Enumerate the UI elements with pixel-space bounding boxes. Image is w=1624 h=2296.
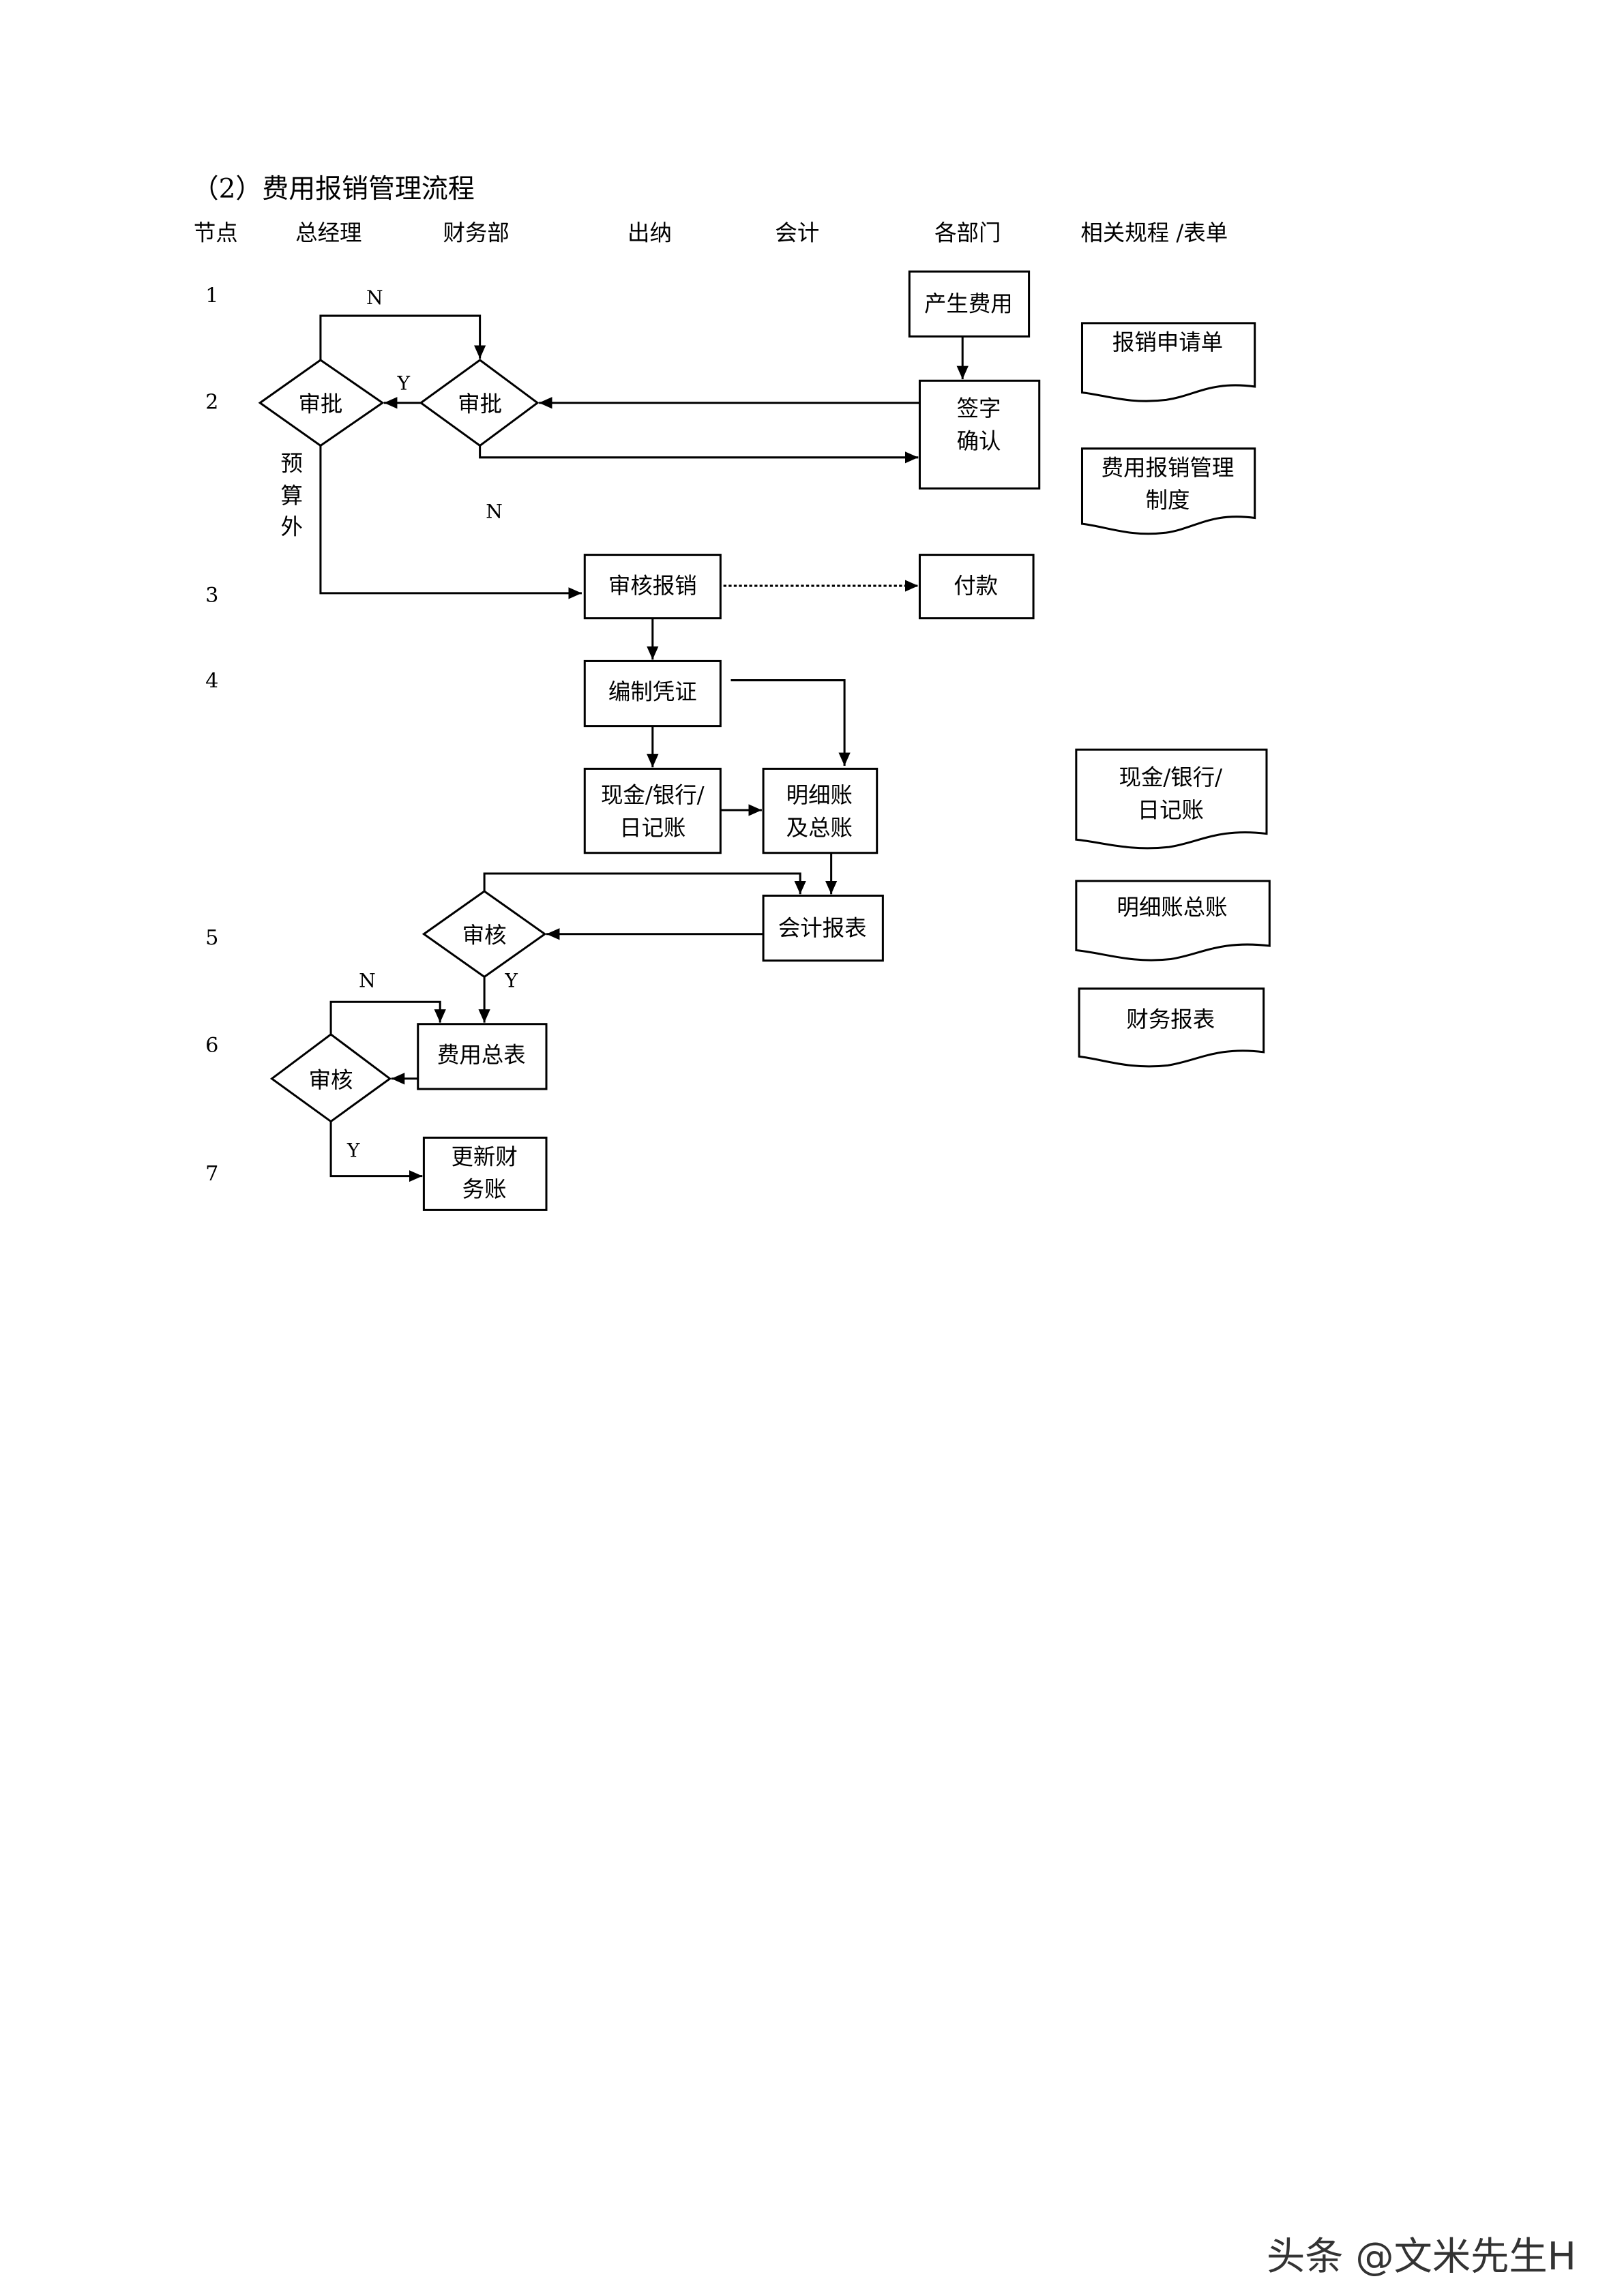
- label-y: Y: [504, 970, 518, 992]
- node-number: 4: [205, 669, 218, 693]
- svg-text:审批: 审批: [458, 391, 502, 417]
- header-finance: 财务部: [443, 220, 510, 246]
- node-number: 2: [205, 390, 218, 414]
- svg-text:现金/银行/: 现金/银行/: [601, 782, 705, 808]
- svg-text:日记账: 日记账: [619, 815, 685, 841]
- box-ledger: 明细账 及总账: [762, 767, 879, 854]
- svg-text:编制凭证: 编制凭证: [608, 679, 697, 705]
- box-payment: 付款: [918, 554, 1035, 620]
- connectors: [319, 314, 969, 1182]
- box-review-reimburse: 审核报销: [583, 554, 722, 620]
- svg-text:付款: 付款: [954, 573, 998, 599]
- doc-report: 财务报表: [1078, 987, 1265, 1068]
- node-number: 6: [205, 1034, 218, 1058]
- page-title: （2）费用报销管理流程: [192, 174, 475, 205]
- column-headers: 节点 总经理 财务部 出纳 会计 各部门 相关规程 /表单: [194, 220, 1228, 246]
- svg-text:日记账: 日记账: [1138, 797, 1204, 823]
- label-y: Y: [396, 372, 410, 394]
- svg-text:明细账总账: 明细账总账: [1117, 895, 1227, 921]
- header-depts: 各部门: [934, 220, 1001, 246]
- node-number: 7: [205, 1162, 218, 1186]
- label-budget: 算: [281, 483, 303, 509]
- svg-text:产生费用: 产生费用: [924, 291, 1013, 317]
- decision-audit-report: 审核: [422, 890, 547, 979]
- svg-text:报销申请单: 报销申请单: [1112, 329, 1223, 355]
- svg-text:审核: 审核: [309, 1067, 353, 1093]
- node-number: 1: [205, 284, 218, 308]
- watermark: 头条 @文米先生H: [1267, 2235, 1576, 2279]
- label-budget: 外: [281, 513, 303, 539]
- decision-gm-approve: 审批: [258, 359, 385, 447]
- doc-ledger: 明细账总账: [1075, 880, 1271, 961]
- label-n: N: [359, 970, 376, 992]
- svg-text:务账: 务账: [462, 1176, 507, 1202]
- svg-text:审核: 审核: [462, 923, 507, 949]
- box-update-ledger: 更新财 务账: [422, 1136, 548, 1211]
- svg-text:明细账: 明细账: [786, 782, 853, 808]
- header-accountant: 会计: [775, 220, 819, 246]
- decision-audit-summary: 审核: [269, 1032, 392, 1123]
- doc-policy: 费用报销管理 制度: [1080, 447, 1256, 535]
- node-number: 5: [205, 926, 218, 950]
- box-acct-report: 会计报表: [762, 894, 884, 962]
- box-generate-expense: 产生费用: [908, 270, 1031, 338]
- svg-text:财务报表: 财务报表: [1126, 1007, 1215, 1032]
- svg-text:会计报表: 会计报表: [778, 915, 867, 941]
- svg-text:确认: 确认: [957, 428, 1001, 454]
- label-n: N: [366, 286, 383, 309]
- label-y: Y: [346, 1139, 360, 1161]
- svg-text:制度: 制度: [1146, 487, 1190, 513]
- svg-text:审核报销: 审核报销: [608, 573, 697, 599]
- box-sign-confirm: 签字 确认: [918, 379, 1041, 490]
- header-forms: 相关规程 /表单: [1080, 220, 1228, 246]
- node-number: 3: [205, 584, 218, 608]
- svg-text:费用总表: 费用总表: [437, 1042, 526, 1068]
- decision-finance-approve: 审批: [419, 359, 540, 447]
- box-expense-summary: 费用总表: [417, 1023, 548, 1090]
- header-cashier: 出纳: [628, 220, 672, 246]
- box-voucher: 编制凭证: [583, 659, 722, 728]
- edge-labels: N Y N 预 算 外 Y N Y: [281, 286, 518, 1162]
- svg-text:现金/银行/: 现金/银行/: [1119, 764, 1223, 790]
- box-cash-journal: 现金/银行/ 日记账: [583, 767, 722, 854]
- node-numbers: 1 2 3 4 5 6 7: [205, 284, 218, 1187]
- header-node: 节点: [194, 220, 238, 246]
- header-gm: 总经理: [295, 220, 361, 246]
- label-n: N: [486, 501, 503, 523]
- doc-application: 报销申请单: [1080, 322, 1256, 402]
- svg-text:签字: 签字: [957, 396, 1001, 421]
- svg-text:审批: 审批: [298, 391, 342, 417]
- svg-text:更新财: 更新财: [451, 1144, 517, 1169]
- doc-journal: 现金/银行/ 日记账: [1075, 748, 1268, 850]
- label-budget: 预: [281, 450, 303, 476]
- svg-text:费用报销管理: 费用报销管理: [1102, 455, 1235, 481]
- svg-text:及总账: 及总账: [786, 815, 853, 841]
